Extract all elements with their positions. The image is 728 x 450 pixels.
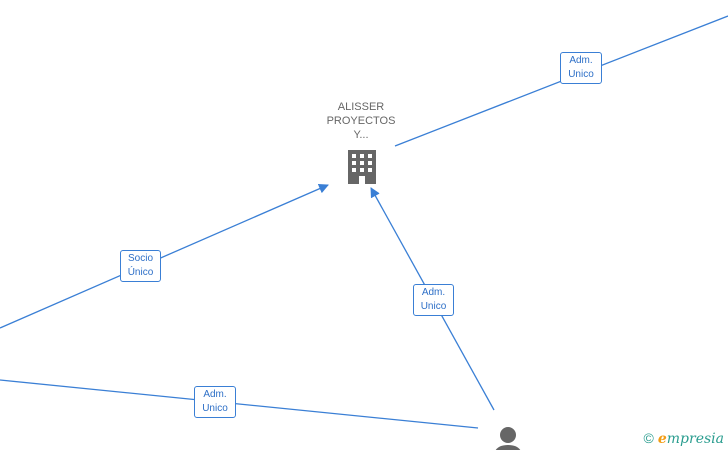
edge-label-top-right[interactable]: Adm. Unico bbox=[560, 52, 602, 84]
edge-label-line: Adm. bbox=[569, 55, 593, 66]
edge-label-line: Único bbox=[127, 267, 154, 278]
edge-label-line: Socio bbox=[127, 253, 153, 264]
company-node-label[interactable]: ALISSER PROYECTOS Y... bbox=[316, 100, 406, 142]
edge-label-line: Unico bbox=[568, 69, 594, 80]
copyright-symbol: © bbox=[643, 430, 654, 446]
edge-line-bottom-left bbox=[0, 379, 479, 429]
company-label-line-3: Y... bbox=[353, 129, 369, 141]
building-icon[interactable] bbox=[348, 150, 376, 184]
edge-label-line: Adm. bbox=[203, 389, 227, 400]
person-icon[interactable] bbox=[494, 427, 522, 450]
company-label-line-2: PROYECTOS bbox=[326, 115, 396, 127]
edge-label-person[interactable]: Adm. Unico bbox=[413, 284, 454, 316]
empresia-logo: ©empresia bbox=[644, 430, 724, 447]
company-label-line-1: ALISSER bbox=[337, 101, 385, 113]
edge-label-line: Adm. bbox=[421, 287, 446, 298]
brand-name: mpresia bbox=[666, 431, 724, 447]
edge-label-line: Unico bbox=[202, 403, 228, 414]
edge-label-line: Unico bbox=[420, 301, 447, 312]
edge-line-socio bbox=[0, 184, 329, 329]
edge-label-socio[interactable]: Socio Único bbox=[120, 250, 161, 282]
edge-label-bottom-left[interactable]: Adm. Unico bbox=[194, 386, 236, 418]
brand-initial: e bbox=[657, 431, 667, 447]
